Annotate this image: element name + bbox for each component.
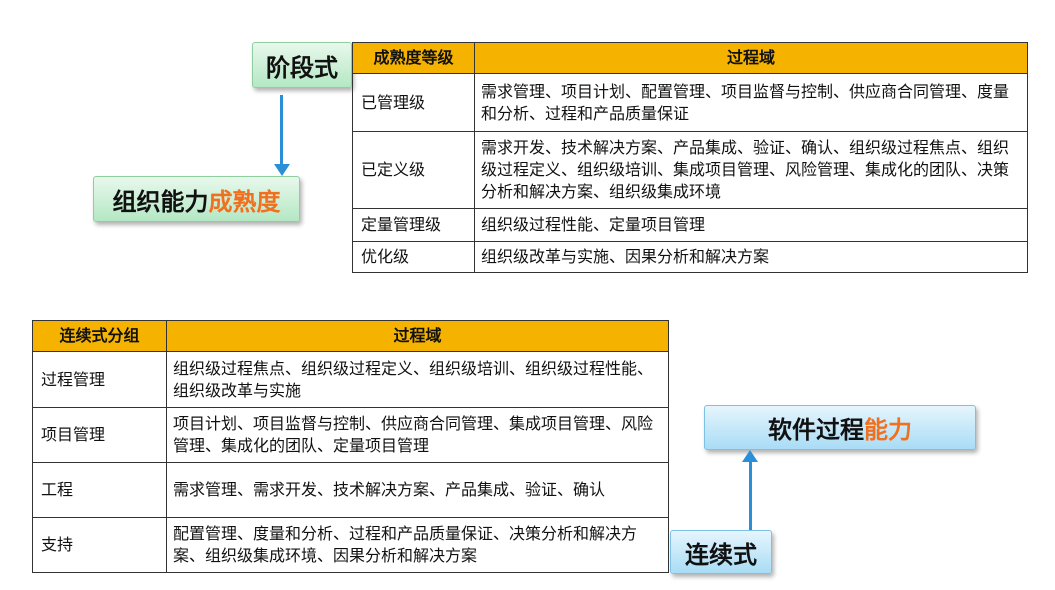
- staged-arrow-head: [274, 164, 290, 176]
- continuous-arrow-head: [742, 450, 758, 462]
- org-maturity-prefix: 组织能力: [112, 187, 209, 216]
- continuous-arrow: [749, 461, 752, 531]
- areas-cell: 配置管理、度量和分析、过程和产品质量保证、决策分析和解决方案、组织级集成环境、因…: [166, 517, 669, 573]
- header-areas: 过程域: [166, 320, 669, 352]
- areas-cell: 组织级过程性能、定量项目管理: [474, 208, 1028, 242]
- level-cell: 优化级: [352, 241, 475, 273]
- header-areas: 过程域: [474, 42, 1028, 74]
- staged-label: 阶段式: [252, 42, 352, 88]
- areas-cell: 需求开发、技术解决方案、产品集成、验证、确认、组织级过程焦点、组织级过程定义、组…: [474, 131, 1028, 209]
- group-cell: 工程: [32, 462, 167, 518]
- level-cell: 已管理级: [352, 73, 475, 132]
- process-capability-highlight: 能力: [864, 416, 912, 444]
- level-cell: 已定义级: [352, 131, 475, 209]
- header-level: 成熟度等级: [352, 42, 475, 74]
- areas-cell: 需求管理、项目计划、配置管理、项目监督与控制、供应商合同管理、度量和分析、过程和…: [474, 73, 1028, 132]
- level-cell: 定量管理级: [352, 208, 475, 242]
- group-cell: 项目管理: [32, 407, 167, 463]
- process-capability-box: 软件过程能力: [704, 405, 976, 450]
- areas-cell: 需求管理、需求开发、技术解决方案、产品集成、验证、确认: [166, 462, 669, 518]
- process-capability-prefix: 软件过程: [768, 416, 864, 444]
- areas-cell: 组织级过程焦点、组织级过程定义、组织级培训、组织级过程性能、组织级改革与实施: [166, 351, 669, 408]
- continuous-table: 连续式分组过程域 过程管理组织级过程焦点、组织级过程定义、组织级培训、组织级过程…: [32, 320, 669, 573]
- areas-cell: 项目计划、项目监督与控制、供应商合同管理、集成项目管理、风险管理、集成化的团队、…: [166, 407, 669, 463]
- maturity-table: 成熟度等级过程域 已管理级需求管理、项目计划、配置管理、项目监督与控制、供应商合…: [352, 42, 1028, 273]
- org-maturity-box: 组织能力成熟度: [93, 176, 300, 222]
- group-cell: 过程管理: [32, 351, 167, 408]
- continuous-label: 连续式: [670, 530, 772, 574]
- staged-arrow: [280, 95, 283, 165]
- header-group: 连续式分组: [32, 320, 167, 352]
- areas-cell: 组织级改革与实施、因果分析和解决方案: [474, 241, 1028, 273]
- org-maturity-highlight: 成熟度: [208, 187, 281, 216]
- group-cell: 支持: [32, 517, 167, 573]
